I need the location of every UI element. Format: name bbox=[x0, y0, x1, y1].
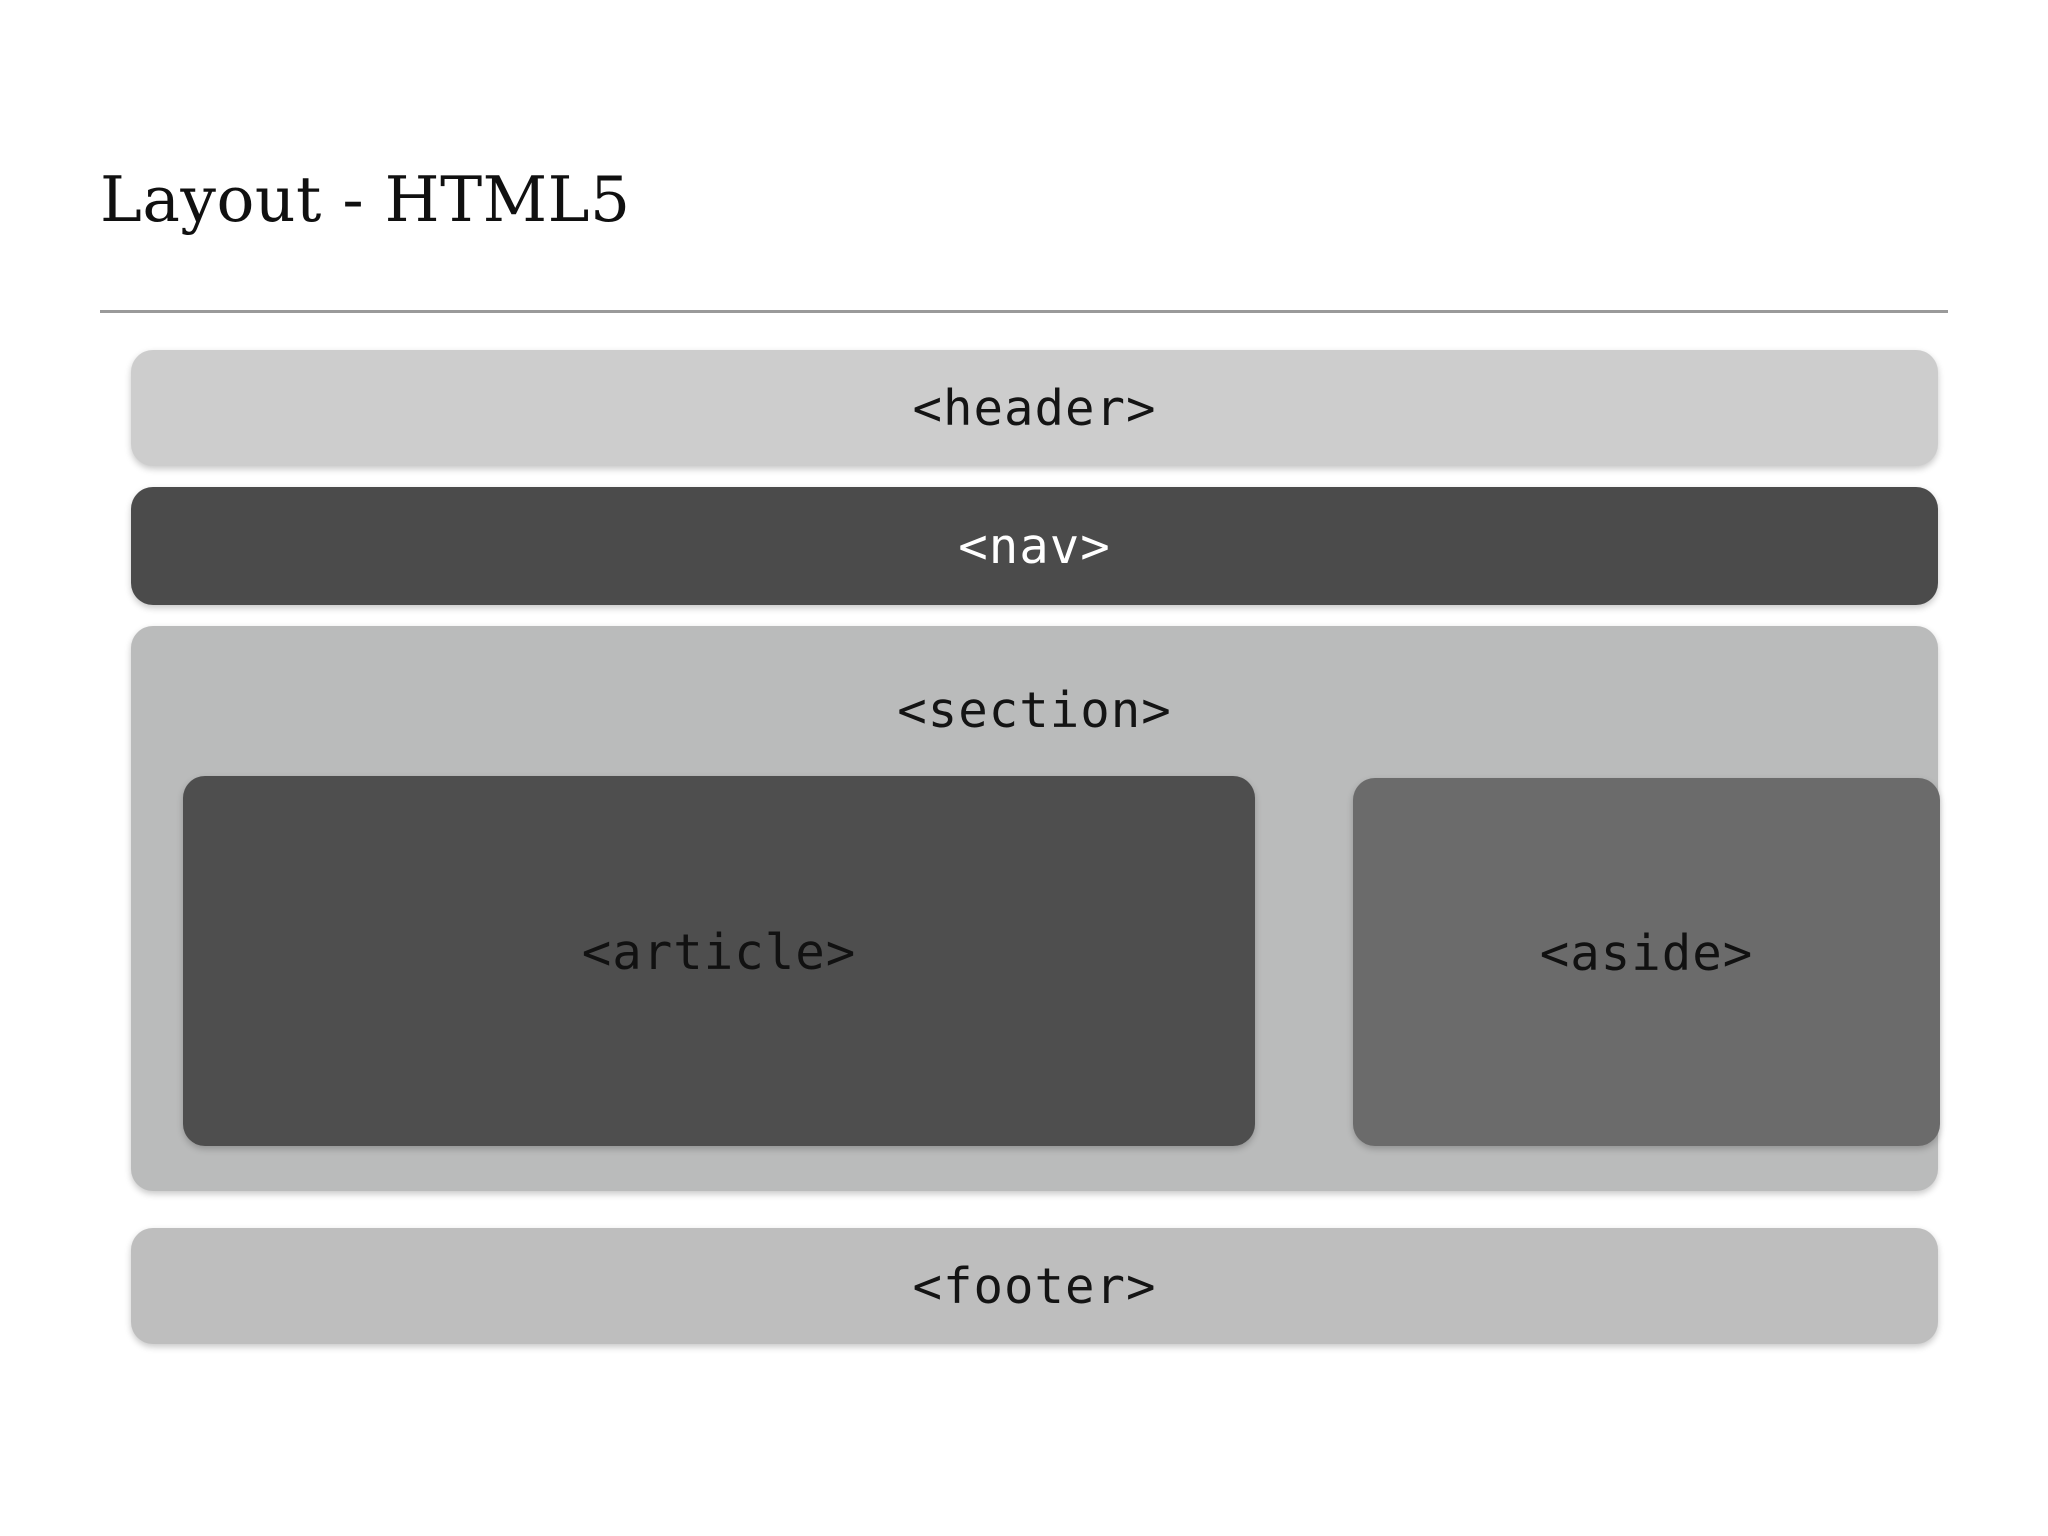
layout-block-article-label: <article> bbox=[581, 924, 857, 981]
layout-block-header[interactable]: <header> bbox=[131, 350, 1938, 466]
page-title: Layout - HTML5 bbox=[100, 163, 631, 236]
layout-block-aside-label: <aside> bbox=[1539, 925, 1754, 982]
layout-block-footer[interactable]: <footer> bbox=[131, 1228, 1938, 1344]
title-divider bbox=[100, 310, 1948, 313]
layout-block-nav-label: <nav> bbox=[958, 518, 1111, 575]
layout-block-footer-label: <footer> bbox=[912, 1258, 1157, 1315]
layout-block-article[interactable]: <article> bbox=[183, 776, 1255, 1146]
layout-block-section-label: <section> bbox=[897, 682, 1172, 739]
layout-block-aside[interactable]: <aside> bbox=[1353, 778, 1940, 1146]
layout-block-nav[interactable]: <nav> bbox=[131, 487, 1938, 605]
layout-block-header-label: <header> bbox=[912, 380, 1157, 437]
